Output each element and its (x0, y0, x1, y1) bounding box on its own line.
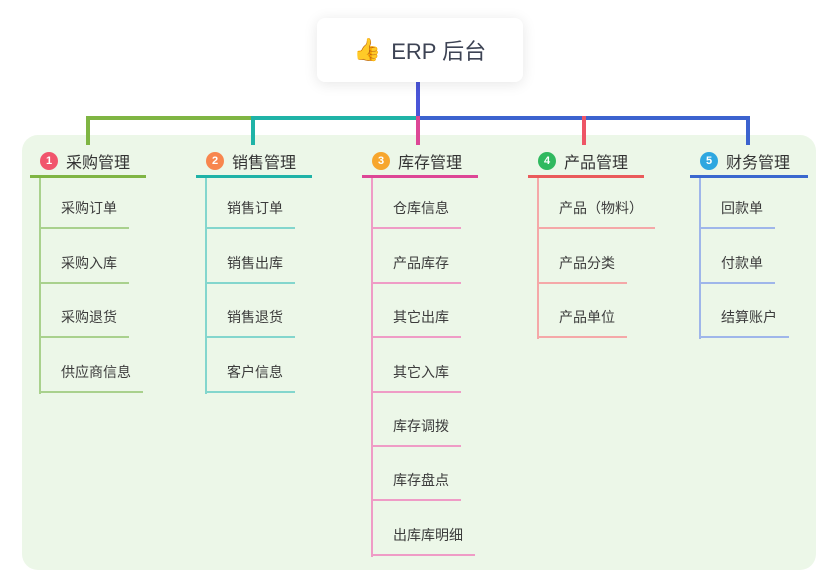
child-node-row: 客户信息 (205, 338, 295, 393)
child-node[interactable]: 回款单 (699, 198, 775, 230)
branch-badge-3: 3 (372, 152, 390, 170)
child-node-row: 库存盘点 (371, 447, 475, 502)
child-node[interactable]: 采购退货 (39, 307, 129, 339)
branch-badge-4: 4 (538, 152, 556, 170)
child-node[interactable]: 仓库信息 (371, 198, 461, 230)
branch-underline-4 (528, 175, 644, 178)
branch-spine-2 (205, 178, 207, 394)
child-node-row: 产品库存 (371, 229, 475, 284)
branch-underline-5 (690, 175, 808, 178)
connector-drop-2 (251, 116, 255, 145)
branch-title-label: 库存管理 (398, 155, 463, 172)
child-node-row: 产品（物料） (537, 175, 655, 230)
branch-title-label: 采购管理 (66, 155, 131, 172)
branch-children-3: 仓库信息产品库存其它出库其它入库库存调拨库存盘点出库库明细 (371, 175, 475, 556)
child-node[interactable]: 采购订单 (39, 198, 129, 230)
child-node[interactable]: 付款单 (699, 253, 775, 284)
branch-spine-3 (371, 178, 373, 557)
child-node-row: 采购退货 (39, 284, 143, 339)
branch-underline-3 (362, 175, 478, 178)
child-node-row: 采购订单 (39, 175, 143, 230)
connector-drop-1 (86, 116, 90, 145)
branch-title-label: 产品管理 (564, 155, 629, 172)
branch-title-label: 销售管理 (232, 155, 297, 172)
branch-title-1[interactable]: 1 采购管理 (40, 149, 130, 173)
child-node-row: 结算账户 (699, 284, 789, 339)
branch-children-5: 回款单付款单结算账户 (699, 175, 789, 339)
child-node[interactable]: 出库库明细 (371, 525, 475, 556)
branch-title-label: 财务管理 (726, 155, 791, 172)
branch-title-2[interactable]: 2 销售管理 (206, 149, 296, 173)
child-node-row: 销售出库 (205, 229, 295, 284)
branch-children-4: 产品（物料） 产品分类产品单位 (537, 175, 655, 339)
branch-title-5[interactable]: 5 财务管理 (700, 149, 790, 173)
connector-segment-mid-teal (251, 116, 418, 120)
branch-underline-1 (30, 175, 146, 178)
root-title: ERP 后台 (391, 39, 487, 64)
child-node[interactable]: 产品单位 (537, 307, 627, 339)
thumbs-up-icon: 👍 (353, 37, 382, 62)
child-node-row: 销售退货 (205, 284, 295, 339)
child-node[interactable]: 采购入库 (39, 253, 129, 284)
branch-badge-5: 5 (700, 152, 718, 170)
connector-segment-left-green (86, 116, 253, 120)
child-node-row: 产品单位 (537, 284, 655, 339)
child-node[interactable]: 销售出库 (205, 253, 295, 284)
branch-spine-4 (537, 178, 539, 340)
child-node-row: 其它出库 (371, 284, 475, 339)
branch-children-1: 采购订单采购入库采购退货供应商信息 (39, 175, 143, 393)
connector-drop-5 (746, 116, 750, 145)
connector-drop-3 (416, 116, 420, 145)
root-node[interactable]: 👍 ERP 后台 (317, 18, 523, 82)
child-node[interactable]: 结算账户 (699, 307, 789, 339)
child-node-row: 供应商信息 (39, 338, 143, 393)
branches-panel (22, 135, 816, 570)
child-node[interactable]: 其它入库 (371, 362, 461, 393)
child-node-row: 采购入库 (39, 229, 143, 284)
child-node[interactable]: 产品库存 (371, 253, 461, 284)
trunk-line (416, 80, 420, 118)
child-node-row: 仓库信息 (371, 175, 475, 230)
child-node[interactable]: 销售退货 (205, 307, 295, 339)
child-node[interactable]: 供应商信息 (39, 362, 143, 393)
branch-children-2: 销售订单销售出库销售退货客户信息 (205, 175, 295, 393)
child-node-row: 其它入库 (371, 338, 475, 393)
child-node-row: 付款单 (699, 229, 789, 284)
connector-drop-4 (582, 116, 586, 145)
child-node[interactable]: 产品分类 (537, 253, 627, 284)
child-node-row: 库存调拨 (371, 393, 475, 447)
child-node-row: 销售订单 (205, 175, 295, 230)
child-node[interactable]: 产品（物料） (537, 198, 655, 230)
child-node[interactable]: 库存调拨 (371, 416, 461, 447)
branch-title-4[interactable]: 4 产品管理 (538, 149, 628, 173)
branch-title-3[interactable]: 3 库存管理 (372, 149, 462, 173)
branch-spine-1 (39, 178, 41, 394)
branch-underline-2 (196, 175, 312, 178)
branch-badge-2: 2 (206, 152, 224, 170)
child-node[interactable]: 其它出库 (371, 307, 461, 339)
child-node[interactable]: 客户信息 (205, 362, 295, 393)
branch-spine-5 (699, 178, 701, 340)
branch-badge-1: 1 (40, 152, 58, 170)
child-node-row: 产品分类 (537, 229, 655, 284)
child-node[interactable]: 销售订单 (205, 198, 295, 230)
child-node-row: 回款单 (699, 175, 789, 230)
child-node-row: 出库库明细 (371, 501, 475, 556)
child-node[interactable]: 库存盘点 (371, 470, 461, 502)
